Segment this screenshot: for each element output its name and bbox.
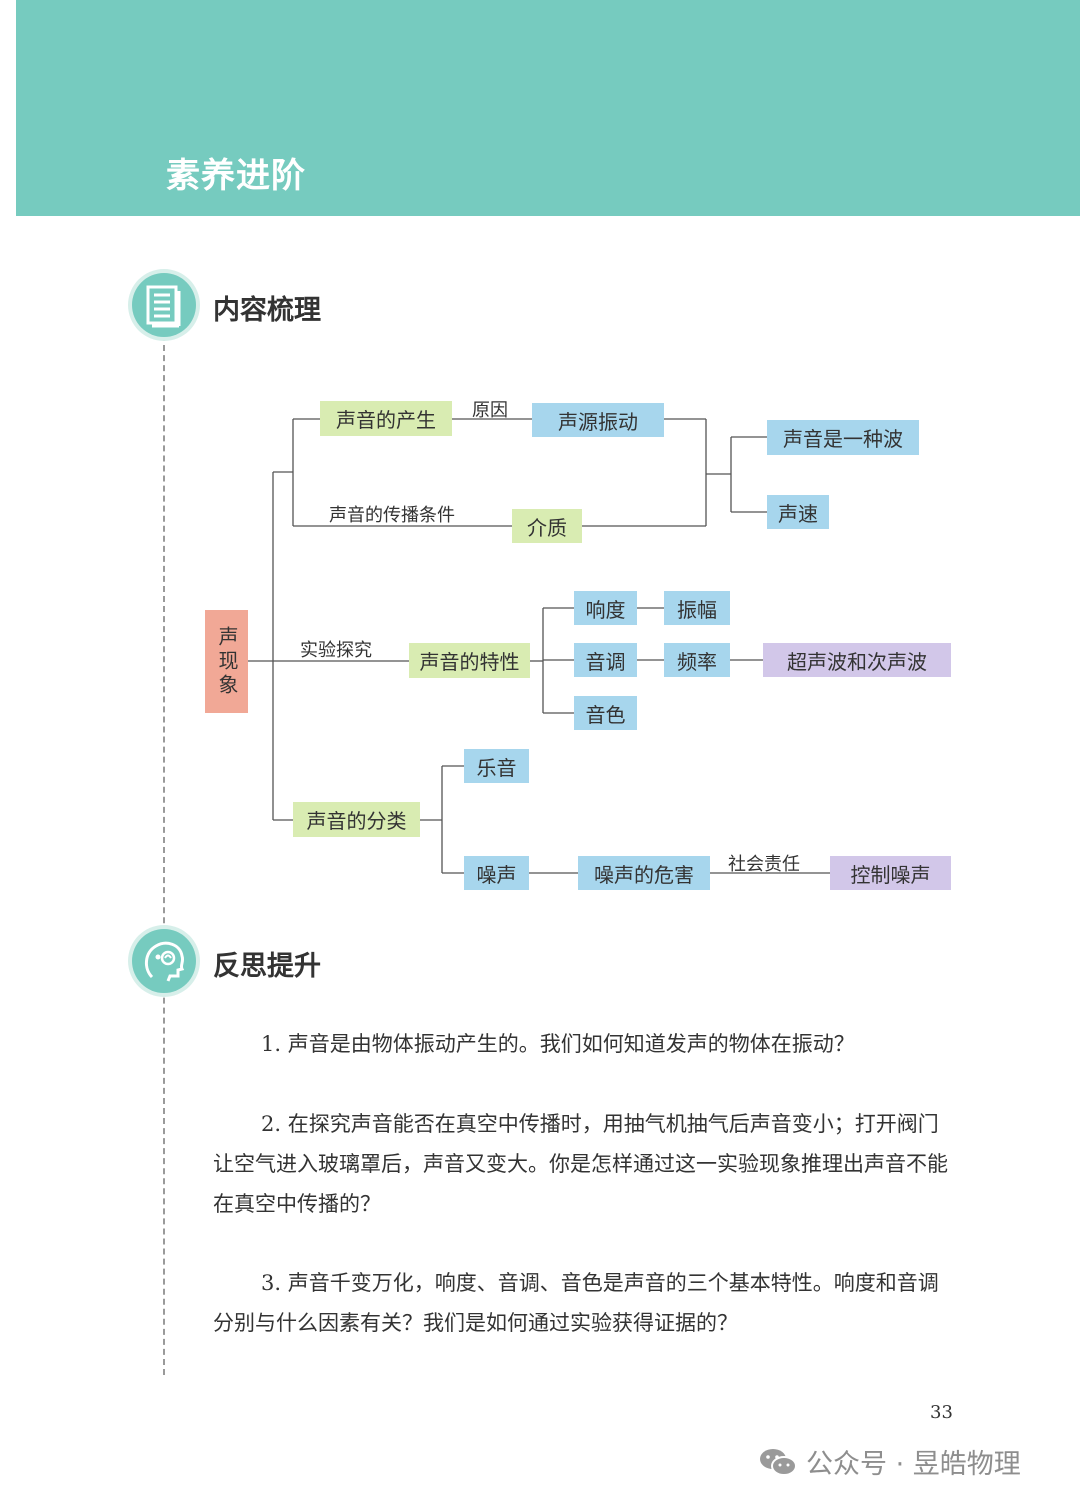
node-sound-wave: 声音是一种波 xyxy=(767,420,919,455)
thinking-head-icon xyxy=(132,929,196,993)
root-node-sound-phenomena: 声现象 xyxy=(205,610,248,713)
wechat-icon xyxy=(760,1448,797,1476)
node-vibration: 声源振动 xyxy=(532,403,664,437)
question-1: 1. 声音是由物体振动产生的。我们如何知道发声的物体在振动？ xyxy=(261,1032,855,1056)
question-3: 3. 声音千变万化，响度、音调、音色是声音的三个基本特性。响度和音调分别与什么因… xyxy=(213,1271,939,1335)
document-stack-icon xyxy=(132,273,196,337)
node-amplitude: 振幅 xyxy=(664,591,730,625)
label-propagation: 声音的传播条件 xyxy=(329,505,455,526)
node-timbre: 音色 xyxy=(574,696,637,730)
watermark-text: 公众号 · 昱皓物理 xyxy=(806,1449,1021,1480)
label-experiment: 实验探究 xyxy=(300,640,372,661)
section-title-content: 内容梳理 xyxy=(213,295,321,326)
root-node-label: 声现象 xyxy=(215,625,239,698)
page-number: 33 xyxy=(930,1402,953,1423)
node-characteristics: 声音的特性 xyxy=(409,643,530,678)
label-cause: 原因 xyxy=(472,400,508,421)
node-frequency: 频率 xyxy=(664,643,730,677)
watermark: 公众号 · 昱皓物理 xyxy=(758,1442,1021,1481)
node-pitch: 音调 xyxy=(574,643,637,677)
header-banner: 素养进阶 xyxy=(16,0,1080,216)
section-title-reflect: 反思提升 xyxy=(213,951,321,982)
node-classification: 声音的分类 xyxy=(293,802,420,837)
node-noise-harm: 噪声的危害 xyxy=(578,856,710,890)
label-social-responsibility: 社会责任 xyxy=(728,854,800,875)
banner-title: 素养进阶 xyxy=(166,156,306,196)
node-noise: 噪声 xyxy=(464,856,529,890)
node-ultrasound-infrasound: 超声波和次声波 xyxy=(763,643,951,677)
question-2: 2. 在探究声音能否在真空中传播时，用抽气机抽气后声音变小；打开阀门让空气进入玻… xyxy=(213,1112,948,1216)
node-production: 声音的产生 xyxy=(320,401,452,436)
section-divider-dashed-line xyxy=(163,335,165,1375)
node-noise-control: 控制噪声 xyxy=(830,856,951,890)
node-speed: 声速 xyxy=(767,495,829,529)
node-music: 乐音 xyxy=(464,749,529,783)
node-loudness: 响度 xyxy=(574,591,637,625)
node-medium: 介质 xyxy=(512,509,582,543)
